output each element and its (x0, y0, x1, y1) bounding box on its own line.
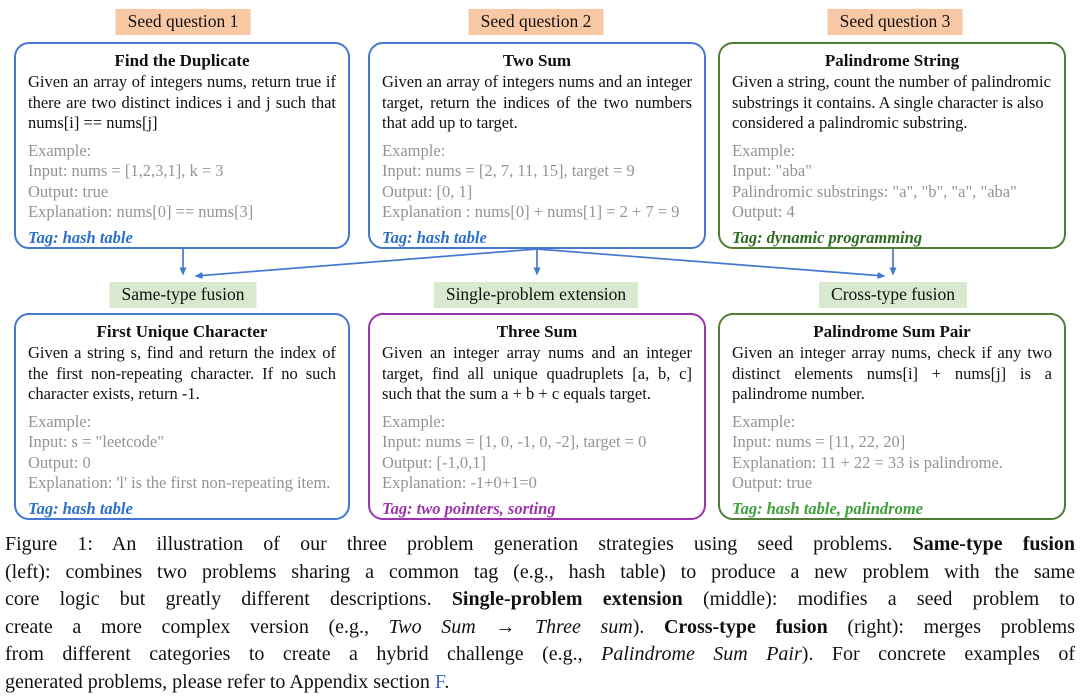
caption-text: generated problems, please refer to Appe… (5, 670, 435, 693)
seed-problem-box-two-sum: Two Sum Given an array of integers nums … (368, 42, 706, 249)
problem-tag: Tag: dynamic programming (732, 227, 923, 247)
problem-example: Example:Input: nums = [11, 22, 20]Explan… (732, 412, 1052, 494)
caption-text: core logic but greatly different descrip… (5, 588, 452, 610)
problem-description: Given an array of integers nums and an i… (382, 72, 692, 132)
strategy-label-single-problem-extension: Single-problem extension (433, 282, 639, 308)
problem-title: Three Sum (496, 322, 578, 341)
problem-tag: Tag: hash table (28, 498, 133, 518)
appendix-section-link[interactable]: F (434, 670, 445, 693)
example-line: Palindromic substrings: "a", "b", "a", "… (732, 181, 1017, 201)
example-line: Output: [-1,0,1] (382, 452, 487, 472)
caption-text: Same-type fusion (912, 533, 1075, 555)
caption-text: from different categories to create a hy… (5, 643, 602, 665)
example-line: Example: (382, 140, 446, 160)
example-line: Input: "aba" (732, 161, 812, 180)
caption-text: Two Sum (388, 615, 476, 638)
seed-question-3-label: Seed question 3 (827, 9, 963, 35)
caption-line: from different categories to create a hy… (5, 641, 1075, 669)
example-line: Example: (732, 411, 796, 431)
caption-line: core logic but greatly different descrip… (5, 586, 1075, 614)
strategy-label-cross-type-fusion: Cross-type fusion (819, 282, 967, 308)
example-line: Explanation: -1+0+1=0 (382, 473, 537, 492)
caption-text: (left): combines two problems sharing a … (5, 560, 1075, 583)
figure-diagram: Seed question 1 Seed question 2 Seed que… (14, 9, 1066, 520)
problem-description: Given an integer array nums and an integ… (382, 343, 692, 403)
example-line: Output: true (28, 181, 109, 201)
arrow-seed2-to-same-type-fusion (194, 248, 538, 279)
caption-line: generated problems, please refer to Appe… (5, 669, 1075, 697)
caption-text: Figure 1: An illustration of our three p… (5, 533, 913, 555)
example-line: Output: 0 (28, 452, 91, 472)
problem-description: Given an array of integers nums, return … (28, 72, 336, 132)
seed-problem-box-palindrome-string: Palindrome String Given a string, count … (718, 42, 1066, 249)
problem-tag: Tag: two pointers, sorting (382, 498, 556, 518)
example-line: Output: 4 (732, 202, 795, 221)
example-line: Explanation: nums[0] == nums[3] (28, 202, 254, 221)
caption-text: (right): merges problems (827, 615, 1076, 638)
arrow-seed2-to-cross-type-fusion (536, 248, 886, 279)
caption-text: Cross-type fusion (663, 615, 828, 638)
problem-example: Example:Input: nums = [1, 0, -1, 0, -2],… (382, 412, 692, 494)
caption-text: → (475, 615, 535, 638)
seed-question-2-label: Seed question 2 (468, 9, 604, 35)
example-line: Example: (28, 140, 92, 160)
caption-text: Palindrome Sum Pair (601, 643, 802, 665)
caption-text: ). (632, 615, 664, 638)
caption-text: ). For concrete examples of (801, 643, 1075, 665)
example-line: Explanation: 11 + 22 = 33 is palindrome. (732, 452, 1003, 472)
problem-title: Find the Duplicate (114, 51, 250, 70)
seed-problem-box-find-the-duplicate: Find the Duplicate Given an array of int… (14, 42, 350, 249)
example-line: Explanation : nums[0] + nums[1] = 2 + 7 … (382, 202, 680, 221)
example-line: Input: nums = [1, 0, -1, 0, -2], target … (382, 432, 647, 451)
example-line: Output: [0, 1] (382, 181, 473, 201)
example-line: Explanation: 'l' is the first non-repeat… (28, 473, 331, 492)
problem-example: Example:Input: "aba"Palindromic substrin… (732, 141, 1052, 223)
problem-tag: Tag: hash table (28, 227, 133, 247)
example-line: Example: (28, 411, 92, 431)
problem-description: Given a string, count the number of pali… (732, 72, 1051, 132)
generated-problem-box-first-unique-character: First Unique Character Given a string s,… (14, 313, 350, 520)
caption-line: create a more complex version (e.g., Two… (5, 614, 1075, 642)
problem-tag: Tag: hash table, palindrome (732, 498, 923, 518)
generated-problem-box-palindrome-sum-pair: Palindrome Sum Pair Given an integer arr… (718, 313, 1066, 520)
problem-title: Palindrome Sum Pair (813, 322, 971, 341)
example-line: Input: nums = [11, 22, 20] (732, 432, 906, 451)
problem-example: Example:Input: nums = [2, 7, 11, 15], ta… (382, 141, 692, 223)
example-line: Input: s = "leetcode" (28, 432, 164, 451)
generated-problem-box-three-sum: Three Sum Given an integer array nums an… (368, 313, 706, 520)
example-line: Input: nums = [2, 7, 11, 15], target = 9 (382, 161, 635, 180)
caption-text: create a more complex version (e.g., (5, 615, 389, 638)
caption-text: Three sum (534, 615, 633, 638)
problem-title: First Unique Character (96, 322, 268, 341)
caption-text: (middle): modifies a seed problem to (682, 588, 1075, 610)
problem-tag: Tag: hash table (382, 227, 487, 247)
caption-line: (left): combines two problems sharing a … (5, 559, 1075, 587)
example-line: Output: true (732, 473, 813, 492)
strategy-label-same-type-fusion: Same-type fusion (109, 282, 257, 308)
problem-title: Two Sum (502, 51, 572, 70)
example-line: Example: (732, 140, 796, 160)
problem-description: Given a string s, find and return the in… (28, 343, 336, 403)
problem-description: Given an integer array nums, check if an… (732, 343, 1052, 403)
seed-question-1-label: Seed question 1 (115, 9, 251, 35)
caption-text: Single-problem extension (451, 588, 683, 610)
problem-title: Palindrome String (824, 51, 960, 70)
caption-text: . (444, 670, 450, 693)
example-line: Input: nums = [1,2,3,1], k = 3 (28, 161, 224, 180)
figure-caption: Figure 1: An illustration of our three p… (5, 531, 1075, 696)
example-line: Example: (382, 411, 446, 431)
caption-line: Figure 1: An illustration of our three p… (5, 531, 1075, 559)
